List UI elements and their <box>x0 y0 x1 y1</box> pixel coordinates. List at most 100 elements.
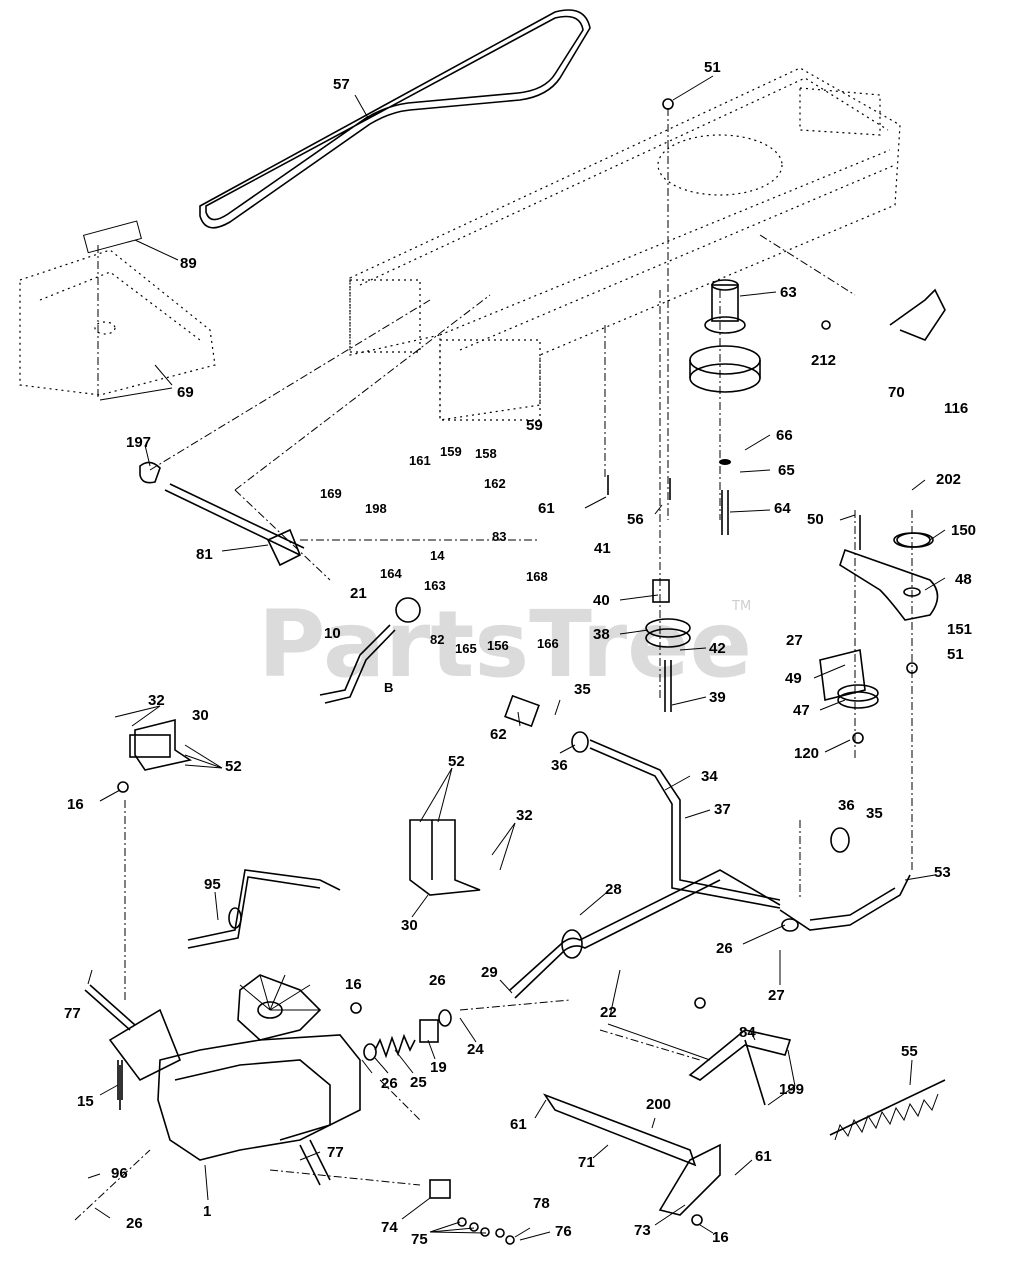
label-27: 27 <box>786 632 803 649</box>
label-14: 14 <box>430 548 445 563</box>
label-35: 35 <box>574 681 591 698</box>
label-40: 40 <box>593 592 610 609</box>
extension-spring <box>829 1079 946 1141</box>
label-26: 26 <box>716 940 733 957</box>
label-64: 64 <box>774 500 791 517</box>
assembly-lines <box>74 108 913 1221</box>
label-66: 66 <box>776 427 793 444</box>
label-69: 69 <box>177 384 194 401</box>
label-19: 19 <box>430 1059 447 1076</box>
idler-bracket <box>819 532 939 709</box>
label-36b: 36 <box>838 797 855 814</box>
label-59: 59 <box>526 417 543 434</box>
label-16c: 16 <box>712 1229 729 1246</box>
label-28: 28 <box>605 881 622 898</box>
label-197: 197 <box>126 434 151 451</box>
label-82: 82 <box>430 632 444 647</box>
label-75: 75 <box>411 1231 428 1248</box>
label-41: 41 <box>594 540 611 557</box>
label-77b: 77 <box>327 1144 344 1161</box>
label-53: 53 <box>934 864 951 881</box>
label-166: 166 <box>537 636 559 651</box>
label-27b: 27 <box>768 987 785 1004</box>
label-29: 29 <box>481 964 498 981</box>
label-212: 212 <box>811 352 836 369</box>
label-78: 78 <box>533 1195 550 1212</box>
label-21: 21 <box>350 585 367 602</box>
label-199: 199 <box>779 1081 804 1098</box>
idler-pulley-assembly <box>689 279 761 535</box>
label-35b: 35 <box>866 805 883 822</box>
lever-84 <box>688 1029 792 1106</box>
label-32: 32 <box>148 692 165 709</box>
control-rods <box>509 869 911 999</box>
label-22: 22 <box>600 1004 617 1021</box>
label-48: 48 <box>955 571 972 588</box>
label-26d: 26 <box>126 1215 143 1232</box>
drive-belt <box>199 9 591 229</box>
label-36: 36 <box>551 757 568 774</box>
label-89: 89 <box>180 255 197 272</box>
label-83: 83 <box>492 529 506 544</box>
label-30: 30 <box>192 707 209 724</box>
label-164: 164 <box>380 566 402 581</box>
label-42: 42 <box>709 640 726 657</box>
clutch-rod <box>504 694 781 909</box>
label-158: 158 <box>475 446 497 461</box>
label-26b: 26 <box>429 972 446 989</box>
label-150: 150 <box>951 522 976 539</box>
watermark-tm: TM <box>731 599 751 614</box>
label-70: 70 <box>888 384 905 401</box>
label-61: 61 <box>538 500 555 517</box>
label-71: 71 <box>578 1154 595 1171</box>
label-96: 96 <box>111 1165 128 1182</box>
label-37: 37 <box>714 801 731 818</box>
label-65: 65 <box>778 462 795 479</box>
lower-pulley <box>645 579 691 712</box>
label-57: 57 <box>333 76 350 93</box>
label-39: 39 <box>709 689 726 706</box>
label-32b: 32 <box>516 807 533 824</box>
label-169: 169 <box>320 486 342 501</box>
label-77: 77 <box>64 1005 81 1022</box>
label-76: 76 <box>555 1223 572 1240</box>
label-62: 62 <box>490 726 507 743</box>
label-50: 50 <box>807 511 824 528</box>
label-24: 24 <box>467 1041 484 1058</box>
label-156: 156 <box>487 638 509 653</box>
brake-shaft <box>139 461 305 567</box>
label-52b: 52 <box>448 753 465 770</box>
left-body-panel <box>19 220 216 396</box>
label-1: 1 <box>203 1203 211 1220</box>
label-61b: 61 <box>510 1116 527 1133</box>
label-52: 52 <box>225 758 242 775</box>
label-34: 34 <box>701 768 718 785</box>
label-74: 74 <box>381 1219 398 1236</box>
label-165: 165 <box>455 641 477 656</box>
label-200: 200 <box>646 1096 671 1113</box>
label-B: B <box>384 680 393 695</box>
label-168: 168 <box>526 569 548 584</box>
label-162: 162 <box>484 476 506 491</box>
label-16: 16 <box>67 796 84 813</box>
label-51: 51 <box>704 59 721 76</box>
upper-mount-bracket <box>129 718 193 771</box>
shift-lever <box>319 597 421 704</box>
label-120: 120 <box>794 745 819 762</box>
label-25: 25 <box>410 1074 427 1091</box>
part-labels: 57 51 89 63 212 70 116 69 197 161 159 15… <box>64 59 976 1248</box>
watermark-text: PartsTree <box>258 591 752 698</box>
label-84: 84 <box>739 1024 756 1041</box>
label-51b: 51 <box>947 646 964 663</box>
label-202: 202 <box>936 471 961 488</box>
label-73: 73 <box>634 1222 651 1239</box>
label-81: 81 <box>196 546 213 563</box>
label-15: 15 <box>77 1093 94 1110</box>
label-56: 56 <box>627 511 644 528</box>
label-95: 95 <box>204 876 221 893</box>
label-116: 116 <box>944 400 968 417</box>
label-151: 151 <box>947 621 972 638</box>
label-47: 47 <box>793 702 810 719</box>
tractor-frame <box>349 67 901 421</box>
